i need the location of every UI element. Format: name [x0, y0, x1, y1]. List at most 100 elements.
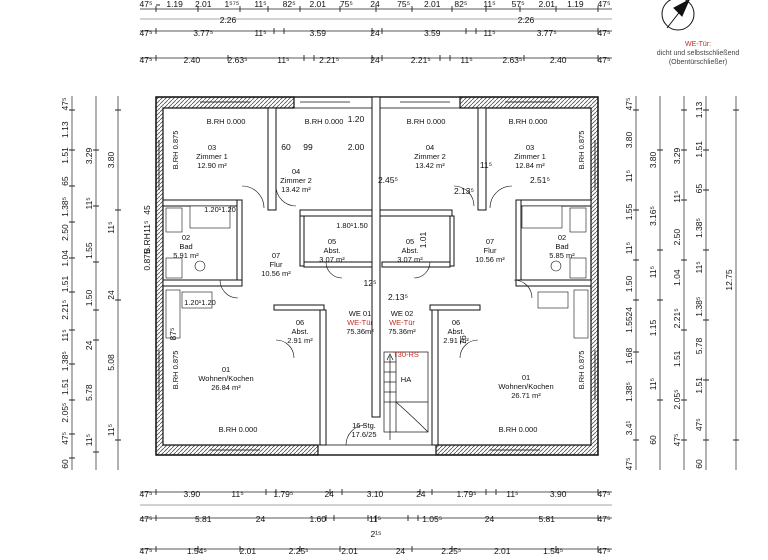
room-number: 03	[208, 143, 216, 152]
top-dim-label: 2.40	[550, 55, 567, 65]
top-dim-label: 3.77⁵	[537, 28, 557, 38]
top-dim-label: 11⁵	[277, 55, 289, 65]
left-dim-label: 1.51	[60, 147, 70, 164]
top-dim-label: 1.19	[567, 0, 584, 9]
right-dim-label: 1.68	[624, 347, 634, 364]
left-dim-label: 47⁵	[60, 432, 70, 445]
right-dim-label: 1.38⁵	[624, 382, 634, 402]
left-dim-label: 2.05⁵	[60, 403, 70, 423]
right-dim-label: 1.51	[694, 377, 704, 394]
room-name: Flur	[270, 260, 283, 269]
dimension-lines	[71, 8, 737, 550]
inner-dim-label: 2.45⁵	[378, 175, 398, 185]
left-dim-label: 60	[60, 459, 70, 469]
right-dim-label: 1.38⁵	[694, 218, 704, 238]
left-dim-label: 65	[60, 176, 70, 186]
right-dim-label: 2.21⁵	[672, 308, 682, 328]
top-dim-label: 11⁵	[460, 55, 472, 65]
right-dim-label: 47⁵	[624, 458, 634, 471]
room-area: 26.71 m²	[511, 391, 541, 400]
left-dim-label: 2.50	[60, 224, 70, 241]
right-dim-label: 1.15	[648, 319, 658, 336]
bottom-dim-label: 2¹⁵	[370, 529, 381, 539]
top-dim-label: 11⁵	[483, 0, 495, 9]
left-dim-label: 1.50	[84, 289, 94, 306]
fixtures	[165, 205, 589, 339]
top-dim-label: 47⁵	[598, 55, 611, 65]
top-dim-label: 2.01	[309, 0, 326, 9]
top-dim-label: 2.21⁵	[319, 55, 339, 65]
top-dim-label: 11⁵	[254, 28, 266, 38]
room-name: Wohnen/Kochen	[198, 374, 253, 383]
inner-dim-label: 1.20	[348, 114, 365, 124]
right-dim-label: 11⁵	[672, 190, 682, 202]
left-dim-label: 1.55	[84, 242, 94, 259]
left-dim-label: 47⁵	[60, 98, 70, 111]
top-dim-label: 2.01	[424, 0, 441, 9]
top-dim-label: 82⁵	[454, 0, 467, 9]
inner-dim-label: 87⁵	[168, 328, 178, 341]
right-dim-label: 65	[694, 184, 704, 194]
bottom-dim-label: 11⁵	[369, 514, 381, 524]
top-dim-label: 2.21⁵	[411, 55, 431, 65]
top-dim-label: 2.26	[220, 15, 237, 25]
right-dim-label: 1.38⁵	[694, 297, 704, 317]
bottom-dim-label: 2.01	[494, 546, 511, 556]
left-dim-label: 1.51	[60, 275, 70, 292]
room-area: 12.84 m²	[515, 161, 545, 170]
bottom-dim-label: 1.05⁵	[422, 514, 442, 524]
left-dim-label: 5.08	[106, 354, 116, 371]
dimension-ticks	[69, 4, 739, 552]
bottom-dim-label: 24	[256, 514, 266, 524]
room-name: Abst.	[401, 246, 418, 255]
bottom-dim-label: 47⁵	[140, 546, 153, 556]
room-name: Wohnen/Kochen	[498, 382, 553, 391]
inner-dim-label: 2.13⁵	[388, 292, 408, 302]
top-dim-label: 3.59	[424, 28, 441, 38]
room-area: 2.91 m²	[287, 336, 313, 345]
room-name: Abst.	[291, 327, 308, 336]
unit-door-label: WE-Tür	[389, 318, 415, 327]
top-dim-label: 47⁵	[598, 0, 611, 9]
room-area: 13.42 m²	[415, 161, 445, 170]
right-dim-label: 1.04	[672, 269, 682, 286]
top-dim-label: 75⁵	[340, 0, 353, 9]
north-arrow-icon	[661, 0, 695, 31]
room-number: 05	[406, 237, 414, 246]
room-number: 04	[426, 143, 434, 152]
note-line-2: dicht und selbstschließend	[656, 50, 740, 57]
sill-height-label: B.RH 0.000	[305, 117, 344, 126]
bottom-dim-label: 24	[416, 489, 426, 499]
bottom-dim-label: 24	[396, 546, 406, 556]
note-line-1: WE-Tür:	[684, 41, 712, 48]
top-dim-label: 2.01	[195, 0, 212, 9]
door-note: WE-Tür: dicht und selbstschließend (Oben…	[628, 40, 768, 67]
left-dim-label: B.RH	[142, 233, 152, 253]
room-name: Bad	[555, 242, 568, 251]
sill-height-label: B.RH 0.000	[499, 425, 538, 434]
bottom-dim-label: 5.81	[195, 514, 212, 524]
inner-dim-label: 2.51⁵	[530, 175, 550, 185]
sill-height-label: B.RH 0.000	[219, 425, 258, 434]
top-dim-label: 2.63⁵	[502, 55, 522, 65]
top-dim-label: 24	[370, 0, 380, 9]
right-dim-label: 1.5524	[624, 307, 634, 333]
sill-height-label: B.RH 0.000	[407, 117, 446, 126]
bottom-dim-label: 3.90	[550, 489, 567, 499]
doors	[219, 185, 533, 446]
top-dim-label: 1.19	[166, 0, 183, 9]
room-name: Zimmer 1	[196, 152, 228, 161]
top-dim-label: 47⁵	[598, 28, 611, 38]
right-dim-label: 2.05⁵	[672, 389, 682, 409]
bottom-dim-label: 1.79⁵	[273, 489, 293, 499]
left-dim-label: 1.51	[60, 378, 70, 395]
bottom-dim-label: 24	[324, 489, 334, 499]
left-dim-label: 1.04	[60, 250, 70, 267]
left-dim-label: 2.21⁵	[60, 300, 70, 320]
window-size-label: 1.20¹1.20	[204, 205, 236, 214]
room-area: 13.42 m²	[281, 185, 311, 194]
interior-walls	[162, 96, 592, 446]
right-dim-label: 12.75	[724, 269, 734, 291]
right-dim-label: 11⁵	[624, 170, 634, 182]
